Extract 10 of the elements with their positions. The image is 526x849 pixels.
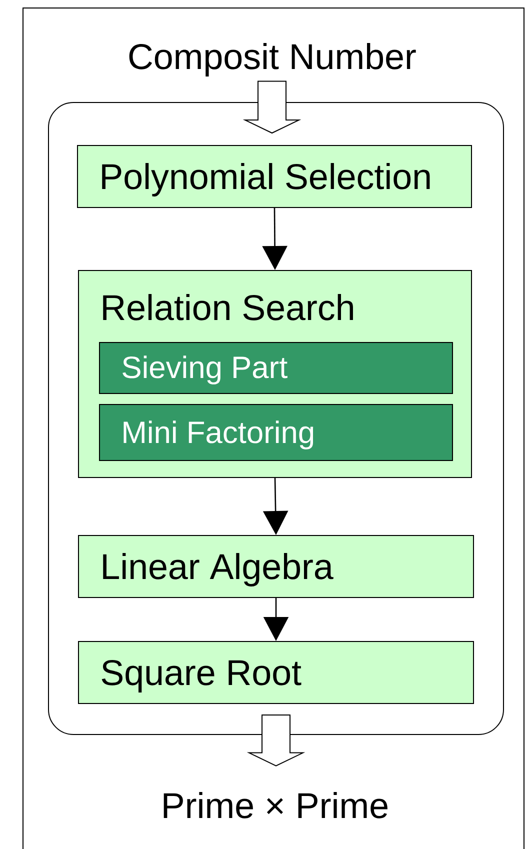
text-label: Composit Number bbox=[129, 43, 416, 76]
subprocess-box: Mini Factoring bbox=[99, 404, 453, 461]
rounded-container bbox=[48, 102, 504, 735]
process-box: Square Root bbox=[78, 641, 474, 704]
process-box: Linear Algebra bbox=[78, 535, 474, 598]
text-label: Prime × Prime bbox=[164, 792, 388, 818]
process-box: Polynomial Selection bbox=[77, 145, 472, 208]
block-arrow bbox=[246, 714, 306, 766]
subprocess-box: Sieving Part bbox=[99, 342, 453, 394]
block-arrow bbox=[242, 80, 302, 134]
